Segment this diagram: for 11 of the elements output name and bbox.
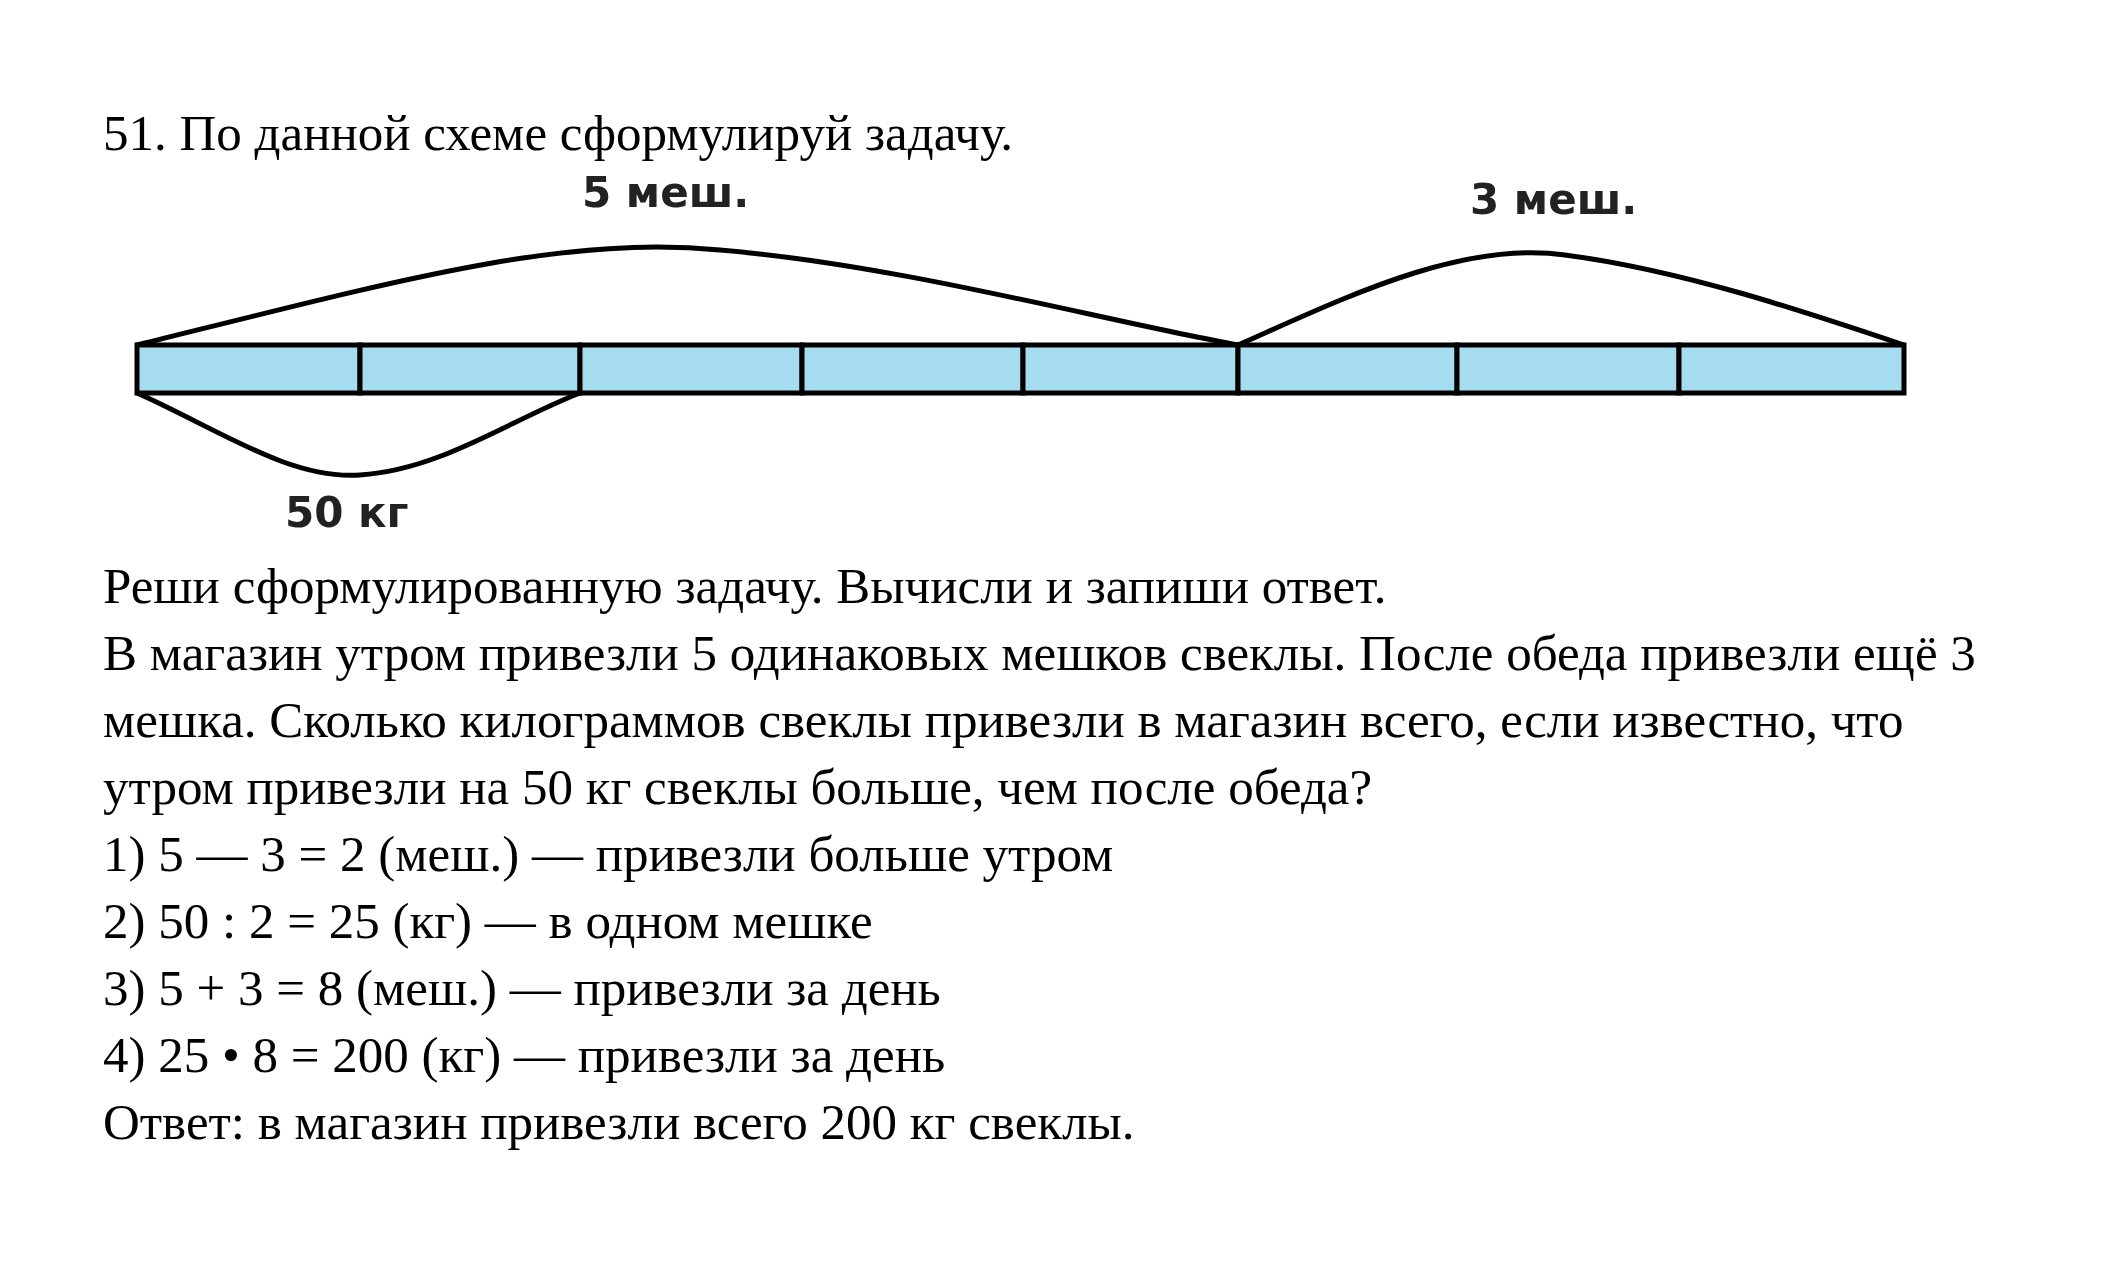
measure-label: 5 меш.: [582, 168, 750, 217]
solution-step: 3) 5 + 3 = 8 (меш.) — привезли за день: [103, 955, 2033, 1022]
answer-text: Ответ: в магазин привезли всего 200 кг свеклы.: [103, 1093, 1136, 1152]
solution-step: 1) 5 — 3 = 2 (меш.) — привезли больше утром: [103, 821, 2033, 888]
problem-text: В магазин утром привезли 5 одинаковых мешков свеклы. После обеда привезли ещё 3 мешка. Сколько килограммов свеклы привезли в магазин всего, если известно, что утром привезли на 50 кг свеклы больше, чем после обеда?: [103, 624, 1977, 817]
measure-label: 50 кг: [285, 488, 409, 537]
measure-label: 3 меш.: [1470, 175, 1638, 224]
instruction-text: Реши сформулированную задачу. Вычисли и запиши ответ.: [103, 557, 1388, 616]
solution-step: 4) 25 • 8 = 200 (кг) — привезли за день: [103, 1022, 2033, 1089]
solution-step: 2) 50 : 2 = 25 (кг) — в одном мешке: [103, 888, 2033, 955]
task-title: 51. По данной схеме сформулируй задачу.: [103, 104, 1014, 163]
